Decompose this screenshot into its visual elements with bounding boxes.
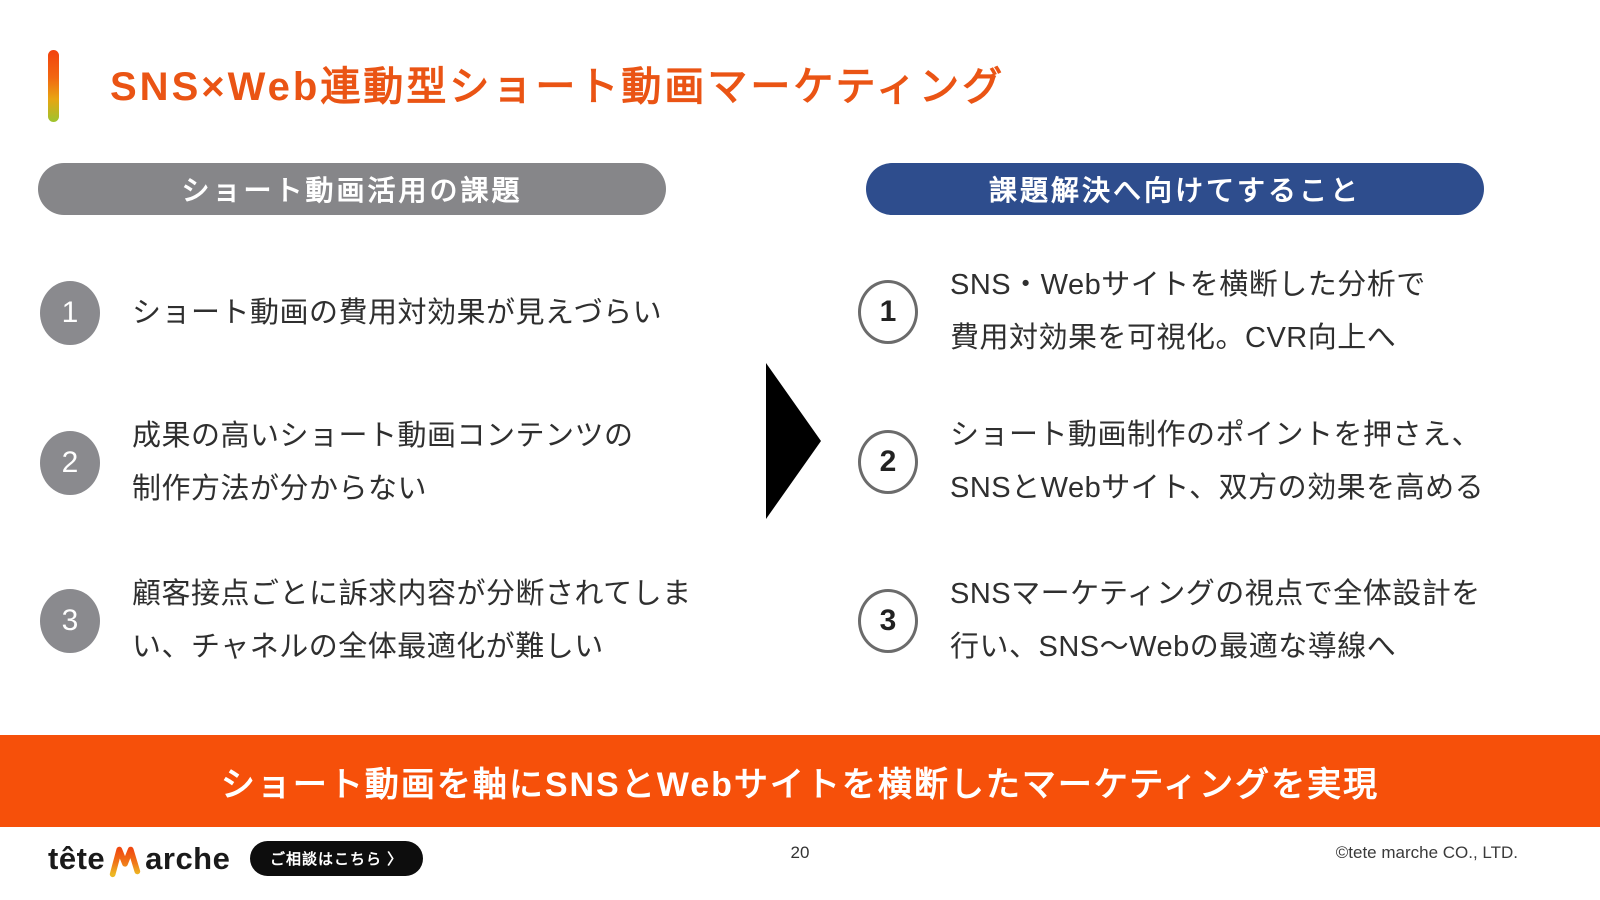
left-item-3-line-1: 顧客接点ごとに訴求内容が分断されてしま [132, 578, 692, 610]
title-accent-bar [48, 50, 59, 122]
left-item-2-line-1: 成果の高いショート動画コンテンツの [132, 420, 634, 452]
left-item-2-line-2: 制作方法が分からない [132, 473, 428, 505]
right-item-2-number-badge: 2 [858, 430, 918, 494]
right-item-1-line-2: 費用対効果を可視化。CVR向上へ [950, 322, 1397, 354]
tete-marche-logo: tête arche [48, 837, 230, 881]
left-item-1-number: 1 [61, 296, 79, 329]
logo-text-suffix: arche [145, 841, 231, 876]
left-item-1: 1 ショート動画の費用対効果が見えづらい [40, 281, 662, 345]
left-item-2-number: 2 [61, 446, 79, 479]
left-panel-header: ショート動画活用の課題 [38, 163, 666, 215]
consult-button-label: ご相談はこちら 〉 [270, 851, 404, 868]
page-number: 20 [790, 843, 810, 862]
right-item-1-number-badge: 1 [858, 280, 918, 344]
right-panel-header: 課題解決へ向けてすること [866, 163, 1484, 215]
right-item-3: 3 SNSマーケティングの視点で全体設計を 行い、SNS〜Webの最適な導線へ [858, 568, 1481, 674]
logo-text-prefix: tête [48, 841, 106, 876]
left-item-1-number-badge: 1 [40, 281, 100, 345]
right-item-1-text: SNS・Webサイトを横断した分析で 費用対効果を可視化。CVR向上へ [950, 259, 1426, 365]
left-panel-header-label: ショート動画活用の課題 [181, 175, 523, 206]
right-item-3-number: 3 [879, 604, 897, 637]
left-item-3-number: 3 [61, 604, 79, 637]
left-item-1-line-1: ショート動画の費用対効果が見えづらい [132, 296, 663, 329]
page-title: SNS×Web連動型ショート動画マーケティング [110, 65, 1006, 109]
bottom-banner: ショート動画を軸にSNSとWebサイトを横断したマーケティングを実現 [0, 735, 1600, 827]
left-item-2: 2 成果の高いショート動画コンテンツの 制作方法が分からない [40, 410, 634, 516]
right-item-1-number: 1 [879, 295, 897, 328]
footer: tête arche ご相談はこちら 〉 20 ©tete marche CO.… [0, 827, 1600, 900]
right-item-3-text: SNSマーケティングの視点で全体設計を 行い、SNS〜Webの最適な導線へ [950, 568, 1481, 674]
right-item-3-line-2: 行い、SNS〜Webの最適な導線へ [950, 631, 1397, 663]
right-item-2-number: 2 [879, 445, 897, 478]
logo-m-crown-icon [109, 846, 141, 878]
left-item-2-text: 成果の高いショート動画コンテンツの 制作方法が分からない [132, 410, 634, 516]
arrow-right-icon [766, 363, 821, 519]
right-item-2: 2 ショート動画制作のポイントを押さえ、 SNSとWebサイト、双方の効果を高め… [858, 409, 1484, 515]
left-item-3-number-badge: 3 [40, 589, 100, 653]
left-item-3: 3 顧客接点ごとに訴求内容が分断されてしま い、チャネルの全体最適化が難しい [40, 568, 692, 674]
left-item-2-number-badge: 2 [40, 431, 100, 495]
left-item-1-text: ショート動画の費用対効果が見えづらい [132, 287, 662, 340]
left-item-3-text: 顧客接点ごとに訴求内容が分断されてしま い、チャネルの全体最適化が難しい [132, 568, 692, 674]
right-item-3-number-badge: 3 [858, 589, 918, 653]
bottom-banner-text: ショート動画を軸にSNSとWebサイトを横断したマーケティングを実現 [220, 765, 1380, 804]
right-item-2-line-2: SNSとWebサイト、双方の効果を高める [950, 472, 1485, 504]
right-item-2-text: ショート動画制作のポイントを押さえ、 SNSとWebサイト、双方の効果を高める [950, 409, 1484, 515]
left-item-3-line-2: い、チャネルの全体最適化が難しい [132, 631, 604, 663]
copyright: ©tete marche CO., LTD. [1335, 843, 1518, 862]
consult-button[interactable]: ご相談はこちら 〉 [250, 841, 424, 876]
right-item-2-line-1: ショート動画制作のポイントを押さえ、 [950, 419, 1482, 451]
right-item-1: 1 SNS・Webサイトを横断した分析で 費用対効果を可視化。CVR向上へ [858, 259, 1426, 365]
right-panel-header-label: 課題解決へ向けてすること [988, 175, 1361, 206]
right-item-1-line-1: SNS・Webサイトを横断した分析で [950, 269, 1426, 301]
right-item-3-line-1: SNSマーケティングの視点で全体設計を [950, 578, 1481, 610]
